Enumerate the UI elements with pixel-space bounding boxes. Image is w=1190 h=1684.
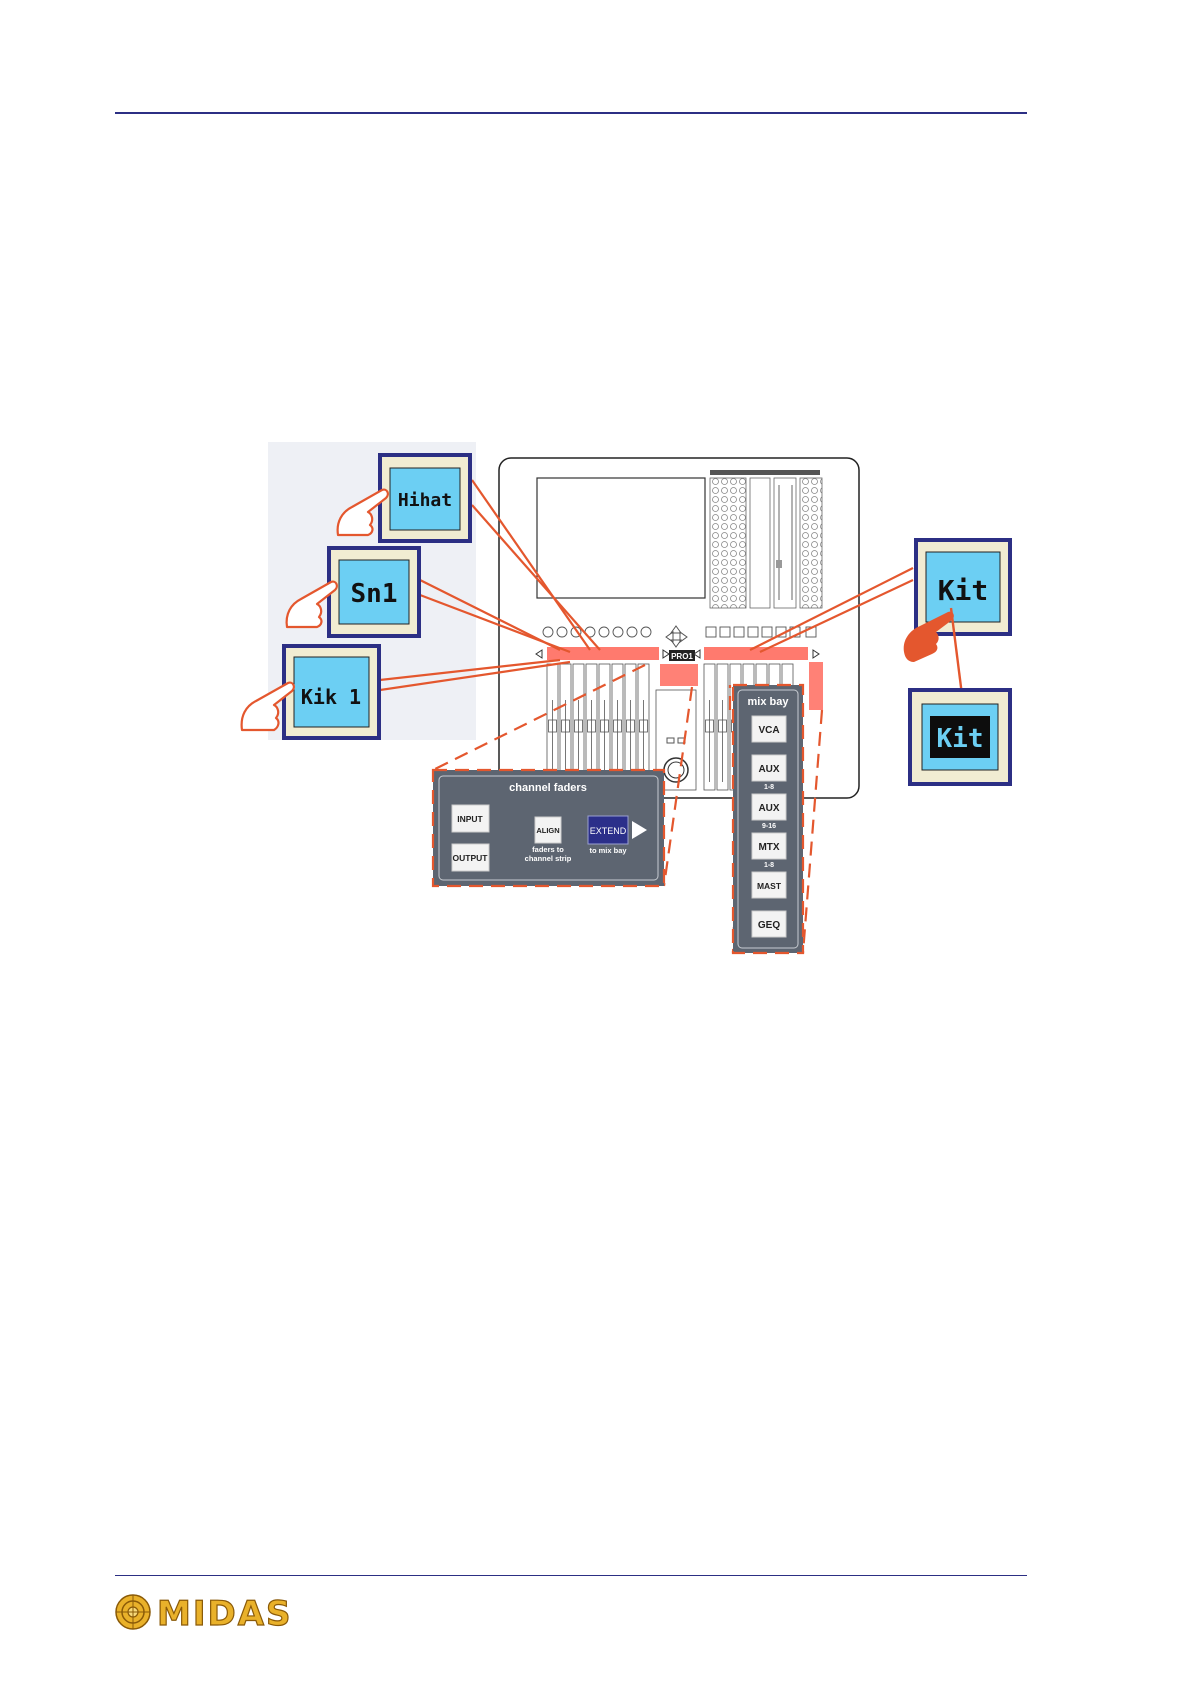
extend-button[interactable]: EXTEND [588,816,628,844]
mix-bay-button-label: MTX [758,842,779,853]
channel-faders-title: channel faders [509,782,587,794]
right-lcd-strip [704,647,808,660]
mix-bay-button-mtx-1-8[interactable]: MTX [752,833,786,859]
lcd-button-kit[interactable]: Kit [914,538,1012,636]
extend-caption: to mix bay [589,846,627,855]
lcd-label-kit: Kit [938,574,989,607]
console-screen [537,478,705,598]
align-caption: faders to [532,845,564,854]
mix-bay-button-label: GEQ [758,920,780,931]
mix-bay-button-label: MAST [757,881,782,891]
mix-bay-button-caption: 1-8 [764,784,774,791]
lcd-label-hihat: Hihat [398,490,452,511]
align-caption: channel strip [525,854,572,863]
input-label: INPUT [457,814,483,824]
output-label: OUTPUT [453,853,489,863]
lcd-button-kik1[interactable]: Kik 1 [282,644,381,740]
channel-faders-panel: channel faders INPUT OUTPUT ALIGN faders… [433,770,664,886]
lcd-label-kit-active: Kit [937,724,984,754]
lcd-label-sn1: Sn1 [351,579,398,609]
lcd-button-kit-active[interactable]: Kit [908,688,1012,786]
logo-text: MIDAS [157,1594,293,1634]
mix-bay-button-mast[interactable]: MAST [752,872,786,898]
mix-bay-button-caption: 1-8 [764,862,774,869]
console-badge-text: PRO1 [671,652,693,661]
mix-bay-button-aux-9-16[interactable]: AUX [752,794,786,820]
mix-bay-button-vca[interactable]: VCA [752,716,786,742]
mix-bay-button-label: AUX [758,764,779,775]
mix-bay-button-geq[interactable]: GEQ [752,911,786,937]
lcd-button-sn1[interactable]: Sn1 [327,546,421,638]
midas-logo: MIDAS [113,1590,353,1634]
output-button[interactable]: OUTPUT [452,844,489,871]
console: PRO1 [499,458,859,798]
logo-emblem-icon [116,1595,150,1629]
lcd-label-kik1: Kik 1 [301,685,361,709]
mix-bay-button-caption: 9-16 [762,823,776,830]
align-label: ALIGN [536,826,559,835]
mix-bay-title: mix bay [748,696,790,708]
mix-bay-section [809,662,823,710]
lcd-button-hihat[interactable]: Hihat [378,453,472,543]
input-button[interactable]: INPUT [452,805,489,832]
extend-label: EXTEND [590,826,627,836]
align-button[interactable]: ALIGN [535,817,561,843]
mix-bay-button-label: AUX [758,803,779,814]
mix-bay-button-label: VCA [758,725,779,736]
mix-bay-button-aux-1-8[interactable]: AUX [752,755,786,781]
channel-faders-section [660,664,698,686]
footer-rule [115,1575,1027,1576]
